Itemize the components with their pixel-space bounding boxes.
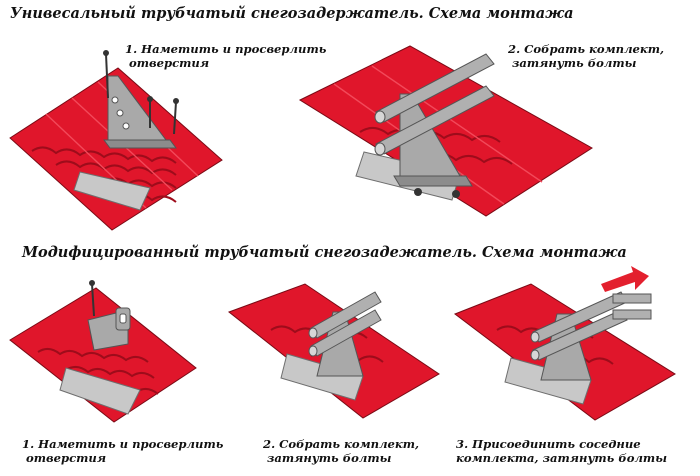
- section2-step1-line2: отверстия: [26, 451, 107, 465]
- section2-step1-caption: 1. Наметить и просверлить отверстия: [22, 437, 223, 465]
- section1-title: Унивесальный трубчатый снегозадержатель.…: [10, 5, 574, 22]
- pipe-extension: [612, 293, 652, 320]
- screw-icon: [89, 280, 95, 317]
- pipe: [308, 291, 382, 339]
- roof-panel: [9, 67, 223, 231]
- section1-step1-line1: 1. Наметить и просверлить: [125, 42, 327, 56]
- pipe: [374, 53, 495, 124]
- bracket-icon: [103, 75, 177, 149]
- direction-arrow-icon: [601, 266, 649, 292]
- roof-panel: [9, 287, 197, 423]
- section2-step1-line1: 1. Наметить и просверлить: [22, 437, 224, 451]
- screw-icon: [103, 50, 179, 135]
- roof-scene-4: [227, 283, 440, 419]
- section2-step3-caption: 3. Присоединить соседние комплекта, затя…: [456, 437, 667, 465]
- section2-title: Модифицированный трубчатый снегозадежате…: [22, 244, 627, 261]
- section2-step3-line1: 3. Присоединить соседние: [456, 437, 641, 451]
- section1-step1-caption: 1. Наметить и просверлить отверстия: [125, 42, 326, 70]
- section2-step3-line2: комплекта, затянуть болты: [456, 451, 667, 465]
- roof-scene-5: [453, 266, 676, 421]
- section1-step2-line1: 2. Собрать комплект,: [508, 42, 665, 56]
- section2-step2-line1: 2. Собрать комплект,: [263, 437, 420, 451]
- section2-step2-caption: 2. Собрать комплект, затянуть болты: [263, 437, 419, 465]
- section1-step2-caption: 2. Собрать комплект, затянуть болты: [508, 42, 664, 70]
- bracket-icon: [87, 307, 131, 351]
- roof-scene-2: [298, 45, 593, 217]
- bolt-icon: [452, 190, 460, 198]
- roof-scene-1: [9, 50, 223, 231]
- section1-step1-line2: отверстия: [129, 56, 210, 70]
- roof-panel: [298, 45, 593, 217]
- pipe: [374, 85, 495, 156]
- section1-step2-line2: затянуть болты: [512, 56, 637, 70]
- roof-scene-3: [9, 280, 197, 423]
- section2-step2-line2: затянуть болты: [267, 451, 392, 465]
- pipe: [308, 309, 382, 357]
- bolt-icon: [414, 188, 422, 196]
- bracket-icon: [393, 93, 473, 187]
- pipe: [530, 309, 628, 361]
